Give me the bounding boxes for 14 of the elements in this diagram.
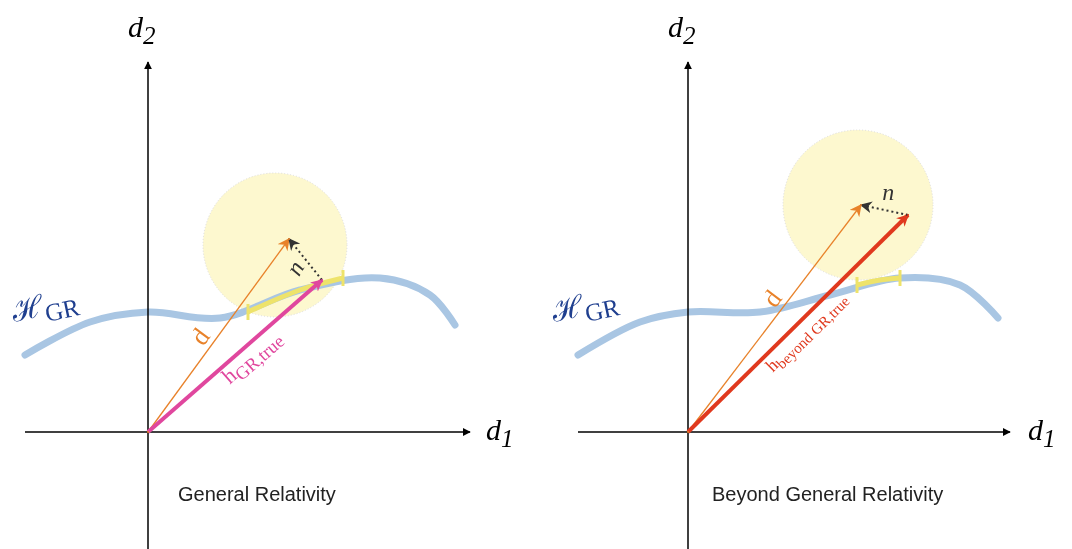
axis-label: d$_{2}$	[128, 12, 156, 48]
panel-caption: General Relativity	[178, 484, 336, 504]
edge-label: n	[281, 257, 308, 280]
vector-arrow	[146, 278, 324, 434]
panel-caption: Beyond General Relativity	[712, 484, 944, 504]
vector-arrow	[288, 238, 323, 281]
edge-label: n	[882, 180, 895, 205]
axis-label: d$_{2}$	[668, 12, 696, 48]
axis-label: d$_{1}$	[1028, 415, 1056, 451]
vector-arrow	[859, 201, 909, 216]
vector-arrow	[686, 213, 910, 434]
edge-label: d	[185, 323, 215, 350]
axis-label: d$_{1}$	[486, 415, 514, 451]
edge-label: d	[757, 285, 787, 312]
